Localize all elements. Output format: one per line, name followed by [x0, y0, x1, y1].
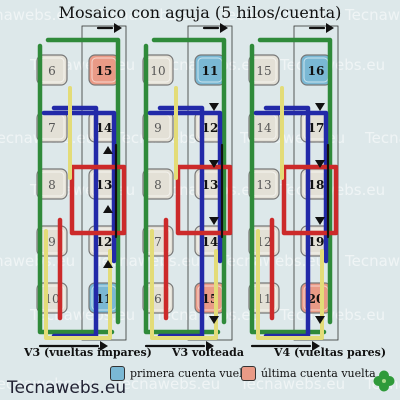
thread-path [45, 37, 121, 325]
bead [142, 168, 174, 200]
thread-arrow [103, 146, 113, 154]
thread-arrow [315, 316, 325, 324]
panel-label-v4-even: V4 (vueltas pares) [274, 346, 387, 359]
bead-number: 13 [202, 178, 219, 192]
thread-arrow [209, 103, 219, 111]
watermark-text: Tecnawebs.eu [239, 375, 345, 393]
bead-number: 7 [154, 235, 162, 249]
thread-path [256, 229, 324, 340]
legend-label: última cuenta vuelta [261, 367, 376, 380]
bead-number: 8 [48, 178, 56, 192]
bead-number: 6 [48, 64, 56, 78]
watermark-text: Tecnawebs.eu [0, 6, 75, 24]
bead-number: 10 [150, 64, 165, 78]
watermark-text: Tecnawebs.eu [94, 6, 200, 24]
thread-path [253, 110, 329, 264]
thread-arrow [209, 160, 219, 168]
panel-label-v3-odd: V3 (vueltas impares) [24, 346, 152, 359]
legend-label: primera cuenta vuelta [130, 367, 254, 380]
bead-number: 16 [308, 64, 325, 78]
bead [142, 54, 174, 86]
legend-swatch-red [241, 366, 256, 381]
panel-label-v3-flipped: V3 volteada [172, 346, 244, 359]
diagram-title: Mosaico con aguja (5 hilos/cuenta) [58, 3, 342, 22]
bead [36, 168, 68, 200]
thread-path [147, 110, 223, 264]
thread-path [281, 164, 339, 236]
bead-number: 7 [48, 121, 56, 135]
bead-number: 13 [96, 178, 113, 192]
legend-item-first-bead: primera cuenta vuelta [110, 366, 254, 381]
bead-number: 11 [256, 292, 271, 306]
bead [248, 54, 280, 86]
watermark-text: Tecnawebs.eu [219, 6, 325, 24]
thread-path [175, 164, 233, 236]
bead-number: 14 [256, 121, 272, 135]
thread-arrow [312, 341, 320, 351]
watermark-text: Tecnawebs.eu [0, 375, 95, 393]
bead-number: 19 [308, 235, 325, 249]
bead-number: 10 [44, 292, 59, 306]
thread-path [143, 43, 221, 335]
watermark-text: Tecnawebs.eu [114, 375, 220, 393]
watermark-text: Tecnawebs.eu [154, 306, 260, 324]
thread-arrow [103, 205, 113, 213]
bead-number: 14 [96, 121, 113, 135]
thread-path [151, 37, 227, 325]
thread-arrow [114, 23, 122, 33]
bead-number: 18 [308, 178, 325, 192]
watermark-text: Tecnawebs.eu [344, 252, 400, 270]
legend-swatch-blue [110, 366, 125, 381]
thread-path [150, 229, 218, 340]
watermark-text: Tecnawebs.eu [344, 6, 400, 24]
thread-arrow [103, 260, 113, 268]
bead-number: 6 [154, 292, 162, 306]
bead-number: 14 [202, 235, 219, 249]
thread-arrow [209, 217, 219, 225]
brand-text: Tecnawebs.eu [7, 378, 127, 398]
thread-arrow [326, 23, 334, 33]
bead-number: 8 [154, 178, 162, 192]
bead-number: 13 [256, 178, 271, 192]
bead-number: 12 [256, 235, 271, 249]
bead [36, 54, 68, 86]
thread-path [257, 37, 333, 325]
bead-number: 11 [202, 64, 219, 78]
thread-arrow [100, 341, 108, 351]
thread-arrow [315, 160, 325, 168]
thread-path [41, 110, 117, 264]
bead-number: 15 [96, 64, 113, 78]
thread-arrow [315, 217, 325, 225]
thread-arrow [209, 316, 219, 324]
thread-arrow [315, 103, 325, 111]
bead-number: 9 [154, 121, 162, 135]
thread-arrow [220, 23, 228, 33]
thread-path [69, 164, 127, 236]
legend-item-last-bead: última cuenta vuelta [241, 366, 376, 381]
watermark-text: Tecnawebs.eu [364, 129, 400, 147]
bead-number: 12 [202, 121, 219, 135]
bead-number: 9 [48, 235, 56, 249]
thread-path [44, 229, 112, 340]
bead-number: 12 [96, 235, 113, 249]
thread-path [37, 43, 115, 335]
clover-logo-icon [373, 370, 395, 392]
thread-path [249, 43, 327, 335]
bead-number: 15 [256, 64, 271, 78]
bead [248, 168, 280, 200]
thread-arrow [206, 341, 214, 351]
bead-number: 17 [308, 121, 325, 135]
